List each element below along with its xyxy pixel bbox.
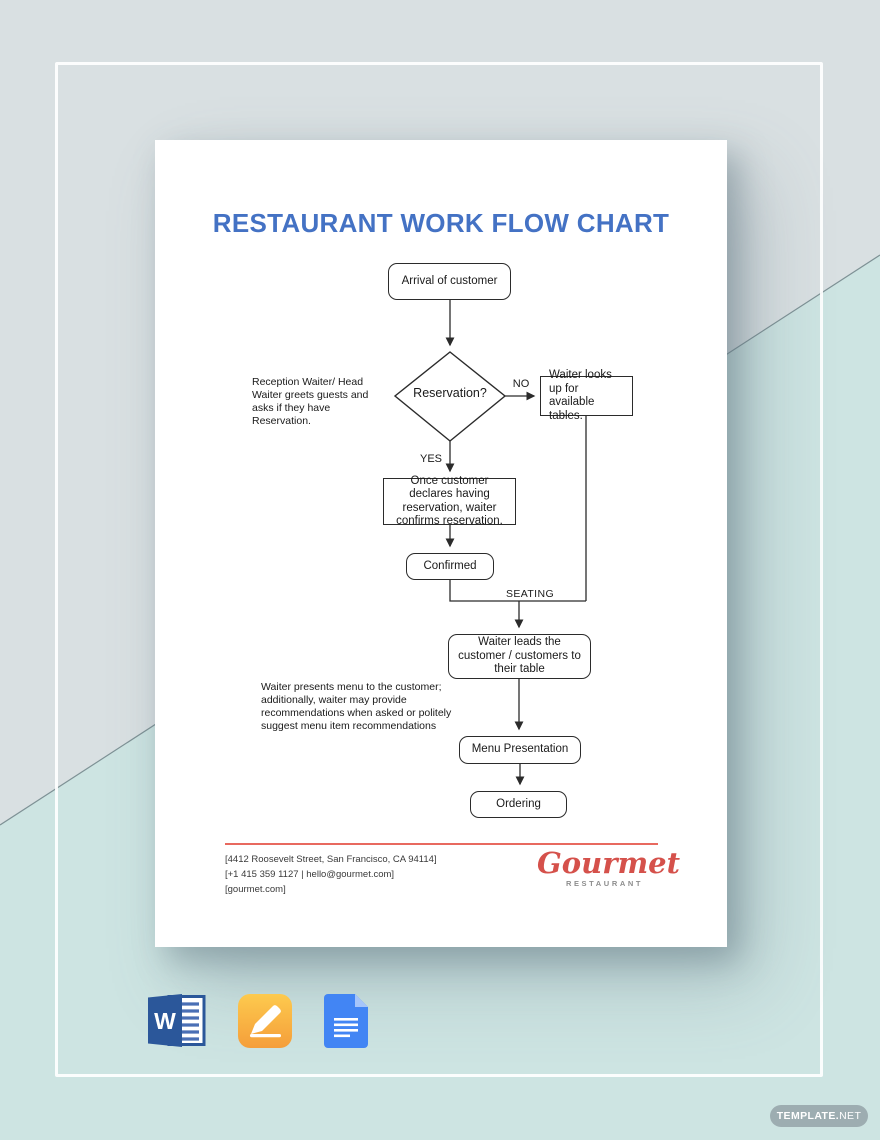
node-confirmed: Confirmed — [406, 553, 494, 580]
node-arrival: Arrival of customer — [388, 263, 511, 300]
brand-logo: Gourmet RESTAURANT — [537, 846, 681, 888]
node-reservation-decision: Reservation? — [413, 386, 487, 400]
annotation-menu-presentation: Waiter presents menu to the customer; ad… — [261, 681, 452, 732]
node-menu-presentation: Menu Presentation — [459, 736, 581, 764]
footer-website: [gourmet.com] — [225, 884, 286, 895]
footer-address: [4412 Roosevelt Street, San Francisco, C… — [225, 854, 437, 865]
edge-label-no: NO — [512, 378, 530, 390]
node-ordering: Ordering — [470, 791, 567, 818]
microsoft-word-icon[interactable]: W — [148, 994, 206, 1047]
footer-phone-email: [+1 415 359 1127 | hello@gourmet.com] — [225, 869, 395, 880]
google-docs-icon[interactable] — [324, 993, 368, 1048]
flowchart-connectors — [393, 300, 587, 786]
node-leads-to-table: Waiter leads the customer / customers to… — [448, 634, 591, 679]
watermark-badge[interactable]: TEMPLATE.NET — [770, 1105, 868, 1127]
edge-label-yes: YES — [419, 453, 442, 465]
node-confirm-reservation: Once customer declares having reservatio… — [383, 475, 516, 527]
annotation-reception: Reception Waiter/ Head Waiter greets gue… — [252, 376, 369, 427]
watermark-brand-rest: NET — [839, 1110, 862, 1122]
apple-pages-icon[interactable] — [238, 993, 292, 1048]
flowchart: Arrival of customer Reservation? NO Wait… — [155, 140, 727, 947]
page-title: RESTAURANT WORK FLOW CHART — [212, 208, 670, 238]
file-format-icons: W — [148, 993, 368, 1048]
word-letter: W — [154, 1008, 176, 1034]
watermark-brand-bold: TEMPLATE. — [776, 1110, 840, 1122]
frame-border — [55, 62, 823, 1077]
watermark-text: TEMPLATE.NET — [777, 1110, 862, 1122]
edge-label-seating: SEATING — [505, 588, 555, 600]
document-page: RESTAURANT WORK FLOW CHART Arrival — [155, 140, 727, 947]
logo-name: Gourmet — [537, 846, 681, 880]
footer-contact-block: [4412 Roosevelt Street, San Francisco, C… — [225, 852, 437, 897]
logo-tagline: RESTAURANT — [565, 879, 644, 888]
footer-divider — [225, 843, 658, 845]
node-lookup-tables: Waiter looks up for available tables. — [540, 369, 633, 422]
